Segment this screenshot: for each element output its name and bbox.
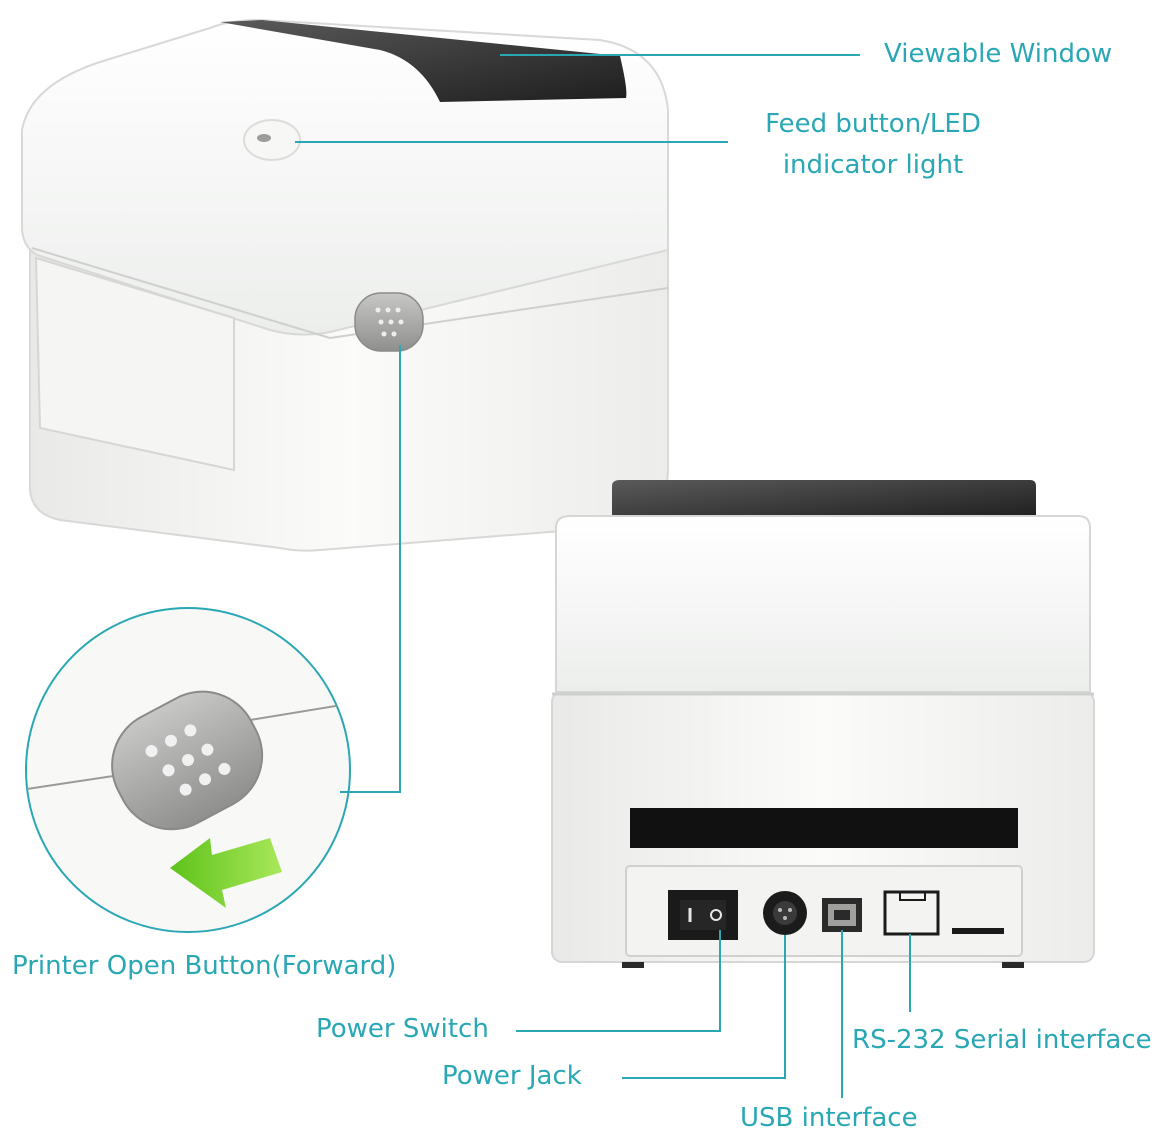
callout-line-open-button [340, 345, 401, 793]
power-switch[interactable] [668, 890, 738, 940]
callout-line-power-jack [622, 935, 786, 1079]
callout-lines [295, 54, 911, 1098]
usb-port[interactable] [822, 898, 862, 932]
label-usb-interface: USB interface [740, 1103, 918, 1133]
label-feed-button-line2: indicator light [782, 149, 964, 180]
paper-exit-slot [630, 808, 1018, 848]
label-feed-button: Feed button/LED indicator light [752, 108, 994, 181]
callout-line-power-switch [516, 930, 721, 1032]
label-printer-open-button: Printer Open Button(Forward) [12, 951, 397, 981]
feed-button[interactable] [243, 119, 301, 161]
printer-open-button-small[interactable] [354, 292, 424, 352]
forward-arrow-icon [170, 838, 282, 908]
rs232-port[interactable] [883, 890, 1004, 936]
label-power-jack: Power Jack [442, 1061, 582, 1091]
zoom-circle [25, 607, 351, 933]
label-rs232-interface: RS-232 Serial interface [852, 1025, 1152, 1055]
front-printer [21, 18, 669, 552]
label-power-switch: Power Switch [316, 1014, 489, 1044]
back-printer [551, 480, 1095, 968]
power-jack[interactable] [763, 891, 807, 935]
printer-open-button-zoom [111, 690, 264, 831]
label-feed-button-line1: Feed button/LED [765, 109, 981, 139]
viewable-window [220, 20, 627, 102]
label-viewable-window: Viewable Window [884, 39, 1113, 69]
